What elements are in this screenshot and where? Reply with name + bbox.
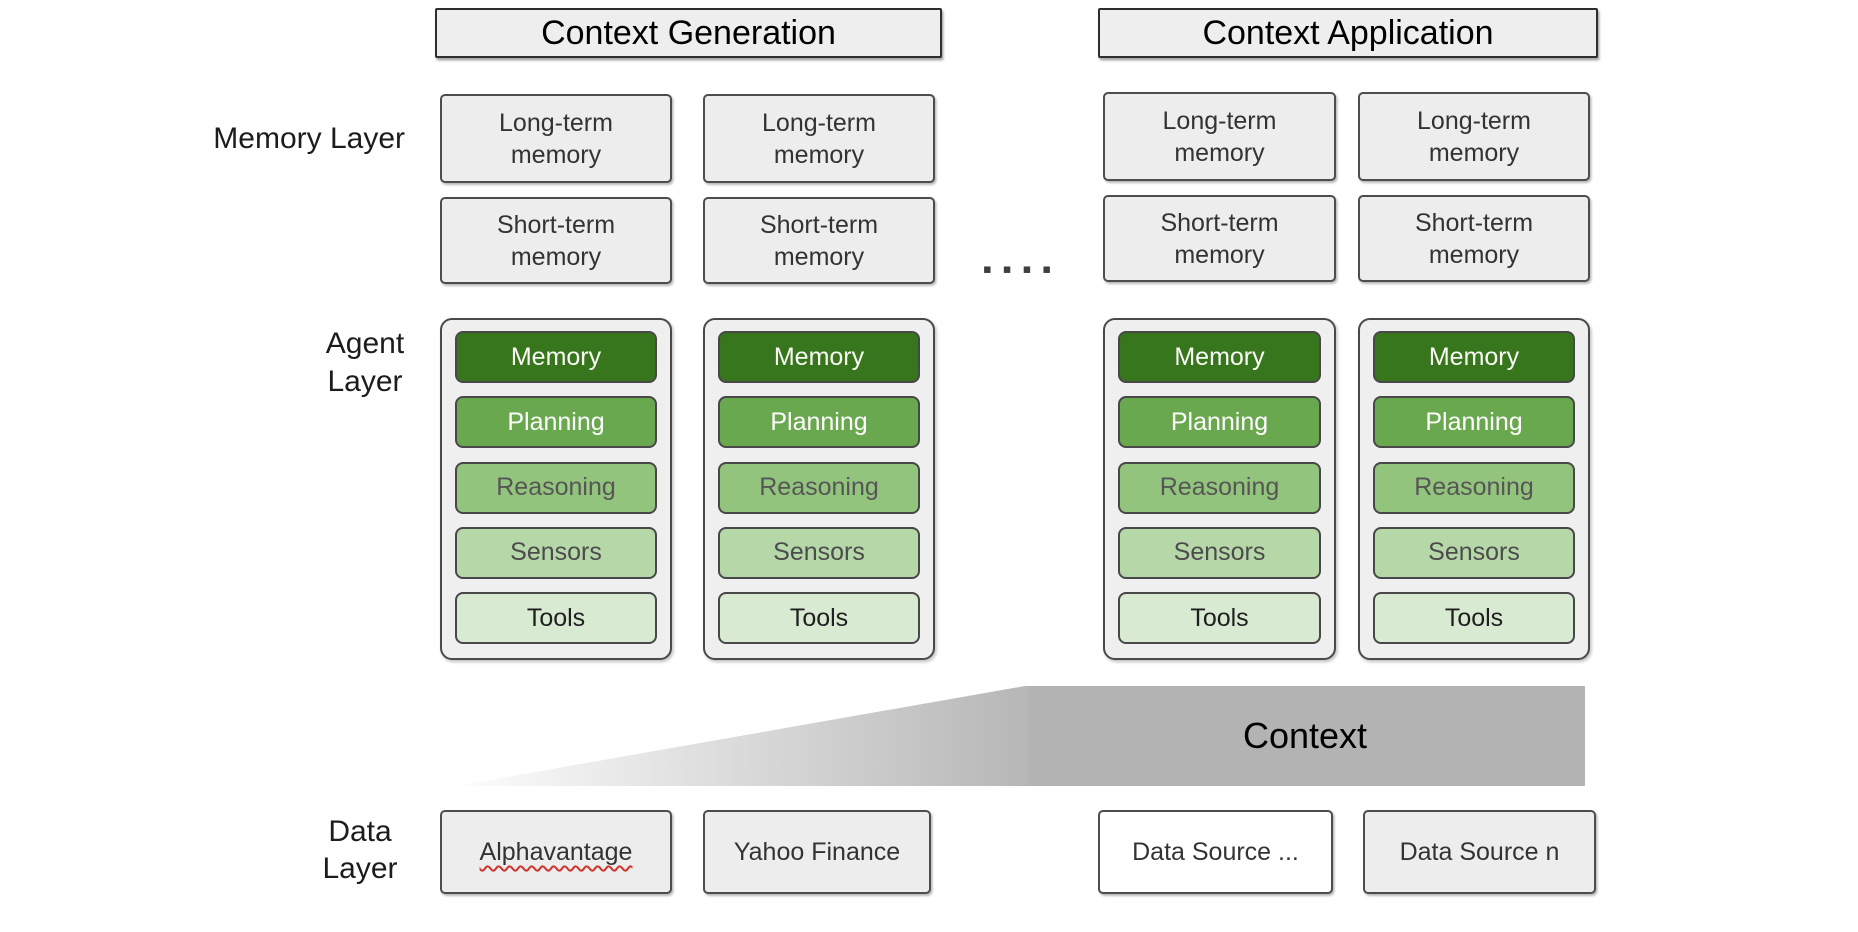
agent-layer-label-line2: Layer [327,365,403,398]
agent-reasoning-label: Reasoning [496,473,616,501]
agent-memory-box: Memory [718,331,920,383]
agent-reasoning-box: Reasoning [718,461,920,514]
agent-planning-label: Planning [1170,407,1269,436]
short-term-memory-box-2: Short-term memory [703,197,935,284]
ellipsis-dots: ▪▪▪▪ [983,262,1062,277]
agent-reasoning-label: Reasoning [1414,473,1534,501]
agent-reasoning-box: Reasoning [1118,461,1321,514]
context-band-label: Context [1025,686,1585,786]
agent-planning-box: Planning [455,396,657,449]
agent-sensors-box: Sensors [455,526,657,579]
agent-reasoning-box: Reasoning [455,461,657,514]
agent-tools-box: Tools [455,592,657,644]
data-layer-label-line2: Layer [322,852,398,885]
long-term-memory-label: Long-term memory [762,108,876,169]
agent-sensors-label: Sensors [773,538,865,567]
short-term-memory-label: Short-term memory [1414,208,1534,269]
context-band-label-text: Context [1242,715,1368,756]
data-source-box-alphavantage: Alphavantage [440,810,672,894]
agent-planning-label: Planning [507,407,605,436]
agent-tools-box: Tools [1373,592,1575,644]
long-term-memory-label: Long-term memory [1417,106,1531,167]
data-source-label: Data Source ... [1132,838,1299,866]
ellipsis-dots-text: ▪▪▪▪ [983,262,1063,277]
short-term-memory-label: Short-term memory [759,210,879,271]
agent-memory-box: Memory [455,331,657,383]
agent-memory-label: Memory [510,342,602,371]
agent-card-3: Memory Planning Reasoning Sensors Tools [1103,318,1336,660]
agent-sensors-label: Sensors [1428,538,1520,567]
data-source-label: Data Source n [1399,838,1560,866]
agent-card-1: Memory Planning Reasoning Sensors Tools [440,318,672,660]
data-source-box-yahoo-finance: Yahoo Finance [703,810,931,894]
agent-card-2: Memory Planning Reasoning Sensors Tools [703,318,935,660]
agent-planning-label: Planning [770,407,868,436]
agent-memory-box: Memory [1373,331,1575,383]
agent-memory-label: Memory [1428,342,1520,371]
long-term-memory-label: Long-term memory [499,108,613,169]
agent-tools-label: Tools [789,603,849,632]
agent-layer-label: Agent Layer [300,325,430,401]
agent-tools-box: Tools [1118,592,1321,644]
agent-tools-label: Tools [1444,603,1504,632]
long-term-memory-label: Long-term memory [1162,106,1277,167]
data-layer-label: Data Layer [295,813,425,887]
agent-planning-box: Planning [1373,396,1575,449]
agent-planning-label: Planning [1425,407,1523,436]
short-term-memory-box-1: Short-term memory [440,197,672,284]
context-band-shape [455,686,1585,786]
long-term-memory-box-4: Long-term memory [1358,92,1590,181]
agent-reasoning-label: Reasoning [759,473,879,501]
context-application-header: Context Application [1098,8,1598,58]
long-term-memory-box-1: Long-term memory [440,94,672,183]
context-generation-header: Context Generation [435,8,942,58]
memory-layer-label-text: Memory Layer [213,122,405,155]
agent-sensors-label: Sensors [1173,538,1266,567]
short-term-memory-box-4: Short-term memory [1358,195,1590,282]
agent-layer-label-line1: Agent [325,327,405,360]
data-layer-label-line1: Data [328,815,392,848]
agent-planning-box: Planning [718,396,920,449]
agent-tools-label: Tools [526,603,586,632]
context-generation-title: Context Generation [541,13,836,52]
agent-planning-box: Planning [1118,396,1321,449]
long-term-memory-box-3: Long-term memory [1103,92,1336,181]
agent-sensors-box: Sensors [1373,526,1575,579]
agent-sensors-box: Sensors [718,526,920,579]
data-source-box-n: Data Source n [1363,810,1596,894]
context-application-title: Context Application [1202,13,1494,52]
agent-card-4: Memory Planning Reasoning Sensors Tools [1358,318,1590,660]
short-term-memory-label: Short-term memory [496,210,616,271]
agent-reasoning-label: Reasoning [1159,473,1280,501]
short-term-memory-label: Short-term memory [1160,208,1279,269]
agent-memory-label: Memory [773,342,865,371]
data-source-label: Yahoo Finance [733,838,901,866]
data-source-box-ellipsis: Data Source ... [1098,810,1333,894]
agent-tools-box: Tools [718,592,920,644]
agent-sensors-label: Sensors [510,538,602,567]
memory-layer-label: Memory Layer [155,120,405,158]
agent-reasoning-box: Reasoning [1373,461,1575,514]
data-source-label: Alphavantage [479,838,633,866]
long-term-memory-box-2: Long-term memory [703,94,935,183]
agent-memory-label: Memory [1174,342,1265,371]
agent-sensors-box: Sensors [1118,526,1321,579]
short-term-memory-box-3: Short-term memory [1103,195,1336,282]
agent-memory-box: Memory [1118,331,1321,383]
agent-tools-label: Tools [1190,603,1249,632]
